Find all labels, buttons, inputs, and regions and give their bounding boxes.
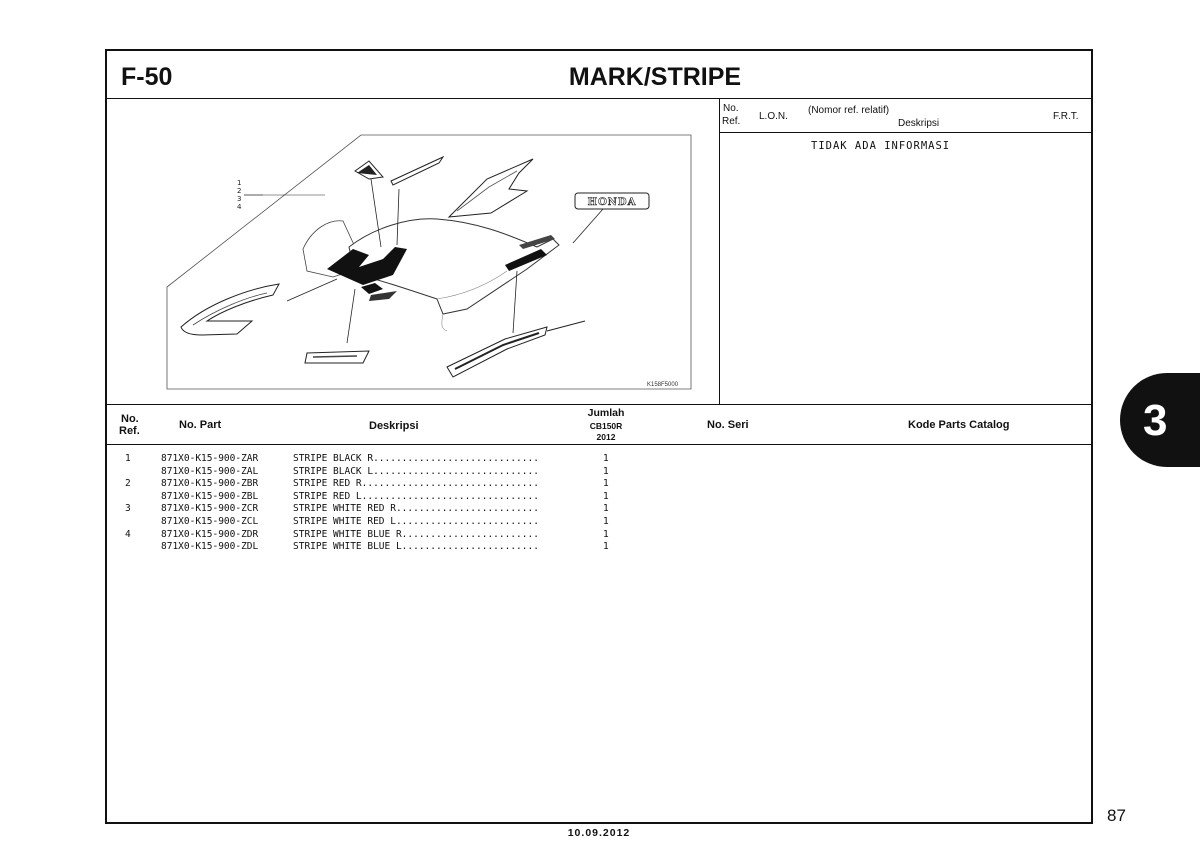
- table-row: 871X0-K15-900-ZDL STRIPE WHITE BLUE L...…: [107, 541, 707, 554]
- part-description: STRIPE RED R............................…: [293, 478, 539, 490]
- parts-header-top: [107, 404, 1091, 405]
- parts-table-body: 1 871X0-K15-900-ZAR STRIPE BLACK R......…: [107, 453, 707, 554]
- lon-deskripsi-label: Deskripsi: [898, 118, 940, 129]
- part-quantity: 1: [603, 503, 609, 515]
- part-quantity: 1: [603, 490, 609, 502]
- part-quantity: 1: [603, 515, 609, 527]
- nomor-ref-label: (Nomor ref. relatif): [808, 105, 890, 116]
- jumlah-header: Jumlah: [587, 407, 625, 419]
- lon-no-ref-label-1: No.: [723, 103, 739, 114]
- figure-code: K158F5000: [647, 382, 679, 388]
- page-code: F-50: [121, 63, 173, 91]
- part-description: STRIPE WHITE BLUE R.....................…: [293, 528, 539, 540]
- part-number: 871X0-K15-900-ZCR: [161, 503, 259, 515]
- part-quantity: 1: [603, 453, 609, 464]
- no-ref-label-2: Ref.: [119, 425, 140, 437]
- part-description: STRIPE WHITE BLUE L.....................…: [293, 541, 539, 553]
- page-number: 87: [1107, 806, 1126, 825]
- part-number: 871X0-K15-900-ZAR: [161, 453, 259, 464]
- lon-header-divider: [719, 132, 1091, 133]
- part-quantity: 1: [603, 465, 609, 477]
- part-number: 871X0-K15-900-ZBL: [161, 490, 259, 502]
- ref-number: 1: [125, 453, 131, 464]
- print-date: 10.09.2012: [567, 827, 631, 839]
- part-description: STRIPE BLACK R..........................…: [293, 453, 539, 464]
- table-row: 871X0-K15-900-ZCL STRIPE WHITE RED L....…: [107, 516, 707, 529]
- part-description: STRIPE WHITE RED L......................…: [293, 515, 539, 527]
- ref-number: 2: [125, 478, 131, 490]
- part-number: 871X0-K15-900-ZDL: [161, 541, 259, 553]
- table-row: 1 871X0-K15-900-ZAR STRIPE BLACK R......…: [107, 453, 707, 466]
- no-part-header: No. Part: [179, 419, 222, 431]
- table-row: 4 871X0-K15-900-ZDR STRIPE WHITE BLUE R.…: [107, 529, 707, 542]
- table-row: 3 871X0-K15-900-ZCR STRIPE WHITE RED R..…: [107, 503, 707, 516]
- table-row: 2 871X0-K15-900-ZBR STRIPE RED R........…: [107, 478, 707, 491]
- lon-no-ref-label-2: Ref.: [722, 116, 741, 127]
- callout-4: 4: [237, 203, 242, 211]
- callout-2: 2: [237, 187, 241, 195]
- page-title: MARK/STRIPE: [568, 63, 742, 91]
- model-header: CB150R: [589, 421, 623, 431]
- ref-number: 4: [125, 528, 131, 540]
- part-number: 871X0-K15-900-ZBR: [161, 478, 259, 490]
- stripe-diagram: 1 2 3 4 HONDA: [166, 134, 692, 390]
- part-number: 871X0-K15-900-ZCL: [161, 515, 259, 527]
- header-divider: [107, 98, 1091, 99]
- part-quantity: 1: [603, 478, 609, 490]
- section-tab: [1120, 373, 1200, 467]
- part-description: STRIPE BLACK L..........................…: [293, 465, 539, 477]
- part-quantity: 1: [603, 528, 609, 540]
- table-row: 871X0-K15-900-ZAL STRIPE BLACK L........…: [107, 466, 707, 479]
- illustration-divider: [719, 98, 720, 405]
- part-description: STRIPE RED L............................…: [293, 490, 539, 502]
- part-number: 871X0-K15-900-ZDR: [161, 528, 259, 540]
- table-row: 871X0-K15-900-ZBL STRIPE RED L..........…: [107, 491, 707, 504]
- deskripsi-header: Deskripsi: [369, 420, 419, 432]
- honda-logo-text: HONDA: [588, 197, 637, 208]
- no-information-text: TIDAK ADA INFORMASI: [811, 140, 951, 152]
- callout-1: 1: [237, 179, 241, 187]
- no-ref-label-1: No.: [121, 413, 139, 425]
- frt-label: F.R.T.: [1053, 111, 1079, 122]
- year-header: 2012: [596, 432, 616, 442]
- part-description: STRIPE WHITE RED R......................…: [293, 503, 539, 515]
- kode-parts-catalog-header: Kode Parts Catalog: [908, 419, 1010, 431]
- section-number: 3: [1143, 396, 1168, 445]
- no-seri-header: No. Seri: [707, 419, 749, 431]
- callout-3: 3: [237, 195, 241, 203]
- parts-header-bottom: [107, 444, 1091, 445]
- ref-number: 3: [125, 503, 131, 515]
- part-number: 871X0-K15-900-ZAL: [161, 465, 259, 477]
- parts-illustration: 1 2 3 4 HONDA: [107, 99, 719, 404]
- catalog-page-frame: F-50 MARK/STRIPE 1 2 3 4: [105, 49, 1093, 824]
- lon-label: L.O.N.: [759, 111, 788, 122]
- part-quantity: 1: [603, 541, 609, 553]
